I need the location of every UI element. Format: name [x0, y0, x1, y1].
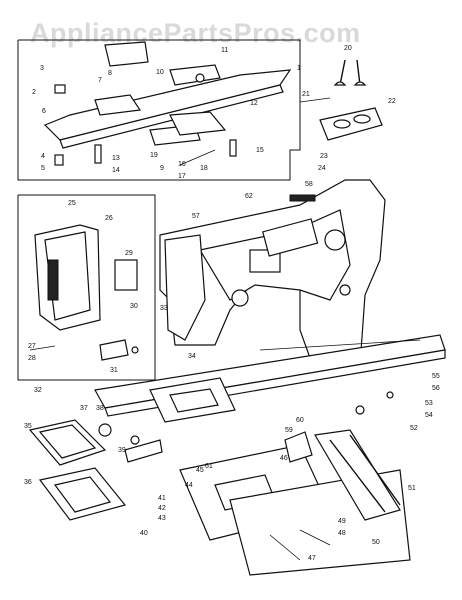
face-plate-assembly: [29, 224, 139, 361]
top-inset-frame: [17, 39, 301, 181]
callout-45: 45: [196, 467, 204, 474]
callout-8: 8: [108, 70, 112, 77]
base-plate: [94, 334, 446, 423]
callout-46: 46: [280, 455, 288, 462]
callout-43: 43: [158, 515, 166, 522]
callout-29: 29: [125, 250, 133, 257]
callout-51: 51: [408, 485, 416, 492]
callout-55: 55: [432, 373, 440, 380]
callout-25: 25: [68, 200, 76, 207]
callout-4: 4: [41, 153, 45, 160]
callout-42: 42: [158, 505, 166, 512]
callout-22: 22: [388, 98, 396, 105]
callout-34: 34: [188, 353, 196, 360]
callout-36: 36: [24, 479, 32, 486]
callout-41: 41: [158, 495, 166, 502]
callout-38: 38: [96, 405, 104, 412]
callout-11: 11: [221, 47, 228, 54]
callout-3: 3: [40, 65, 44, 72]
callout-9: 9: [160, 165, 164, 172]
callout-27: 27: [28, 343, 36, 350]
callout-21: 21: [302, 91, 310, 98]
callout-33: 33: [160, 305, 168, 312]
callout-15: 15: [256, 147, 264, 154]
callout-13: 13: [112, 155, 120, 162]
callout-40: 40: [140, 530, 148, 537]
callout-labels: 1 2 3 4 5 6 7 8 9 10 11 12 13 14 15 16 1…: [24, 45, 440, 562]
callout-18: 18: [200, 165, 208, 172]
callout-16: 16: [178, 161, 186, 168]
callout-52: 52: [410, 425, 418, 432]
callout-17: 17: [178, 173, 186, 180]
bed-plate-assembly: [43, 41, 292, 166]
spool-pin-parts: [299, 59, 383, 141]
machine-head: [159, 179, 386, 373]
callout-60: 60: [296, 417, 304, 424]
bottom-parts: [28, 391, 411, 576]
callout-54: 54: [425, 412, 433, 419]
callout-12: 12: [250, 100, 258, 107]
callout-20: 20: [344, 45, 352, 52]
callout-47: 47: [308, 555, 316, 562]
callout-14: 14: [112, 167, 120, 174]
callout-58: 58: [305, 181, 313, 188]
callout-53: 53: [425, 400, 433, 407]
callout-2: 2: [32, 89, 36, 96]
callout-30: 30: [130, 303, 138, 310]
callout-56: 56: [432, 385, 440, 392]
callout-59: 59: [285, 427, 293, 434]
callout-61: 61: [205, 463, 213, 470]
callout-26: 26: [105, 215, 113, 222]
callout-5: 5: [41, 165, 45, 172]
callout-57: 57: [192, 213, 200, 220]
callout-1: 1: [297, 65, 301, 72]
callout-28: 28: [28, 355, 36, 362]
callout-62: 62: [245, 193, 253, 200]
callout-48: 48: [338, 530, 346, 537]
callout-37: 37: [80, 405, 88, 412]
callout-32: 32: [34, 387, 42, 394]
callout-50: 50: [372, 539, 380, 546]
callout-49: 49: [338, 518, 346, 525]
callout-6: 6: [42, 108, 46, 115]
callout-24: 24: [318, 165, 326, 172]
callout-23: 23: [320, 153, 328, 160]
callout-7: 7: [98, 77, 102, 84]
callout-10: 10: [156, 69, 164, 76]
callout-35: 35: [24, 423, 32, 430]
callout-39: 39: [118, 447, 126, 454]
callout-31: 31: [110, 367, 118, 374]
callout-19: 19: [150, 152, 158, 159]
callout-44: 44: [185, 482, 193, 489]
